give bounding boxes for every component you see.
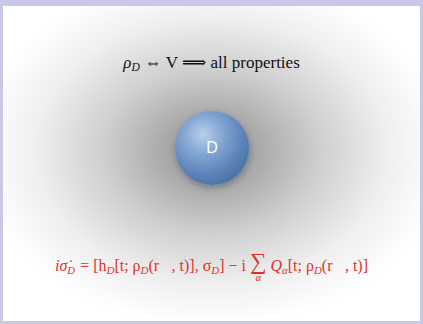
equation-of-motion: iσ̇D= [hD[t; ρD(r⃗, t)], σD] − i∑αQα[t; … <box>0 250 423 284</box>
math-text: = [h <box>80 257 106 274</box>
sum-symbol: ∑ <box>250 250 267 273</box>
subscript: α <box>282 264 288 276</box>
math-text: ⇔ V ⟹ all properties <box>145 53 300 72</box>
math-symbol: ρ <box>123 53 131 72</box>
subscript: D <box>131 61 139 74</box>
summation: ∑α <box>250 250 267 284</box>
node-label: D <box>206 139 218 157</box>
sum-index: α <box>255 273 261 284</box>
density-relation: ρD ⇔ V ⟹ all properties <box>0 52 423 74</box>
math-text: (r⃗, t)], σ <box>148 257 211 274</box>
math-text: [t; ρ <box>114 257 140 274</box>
subscript: D <box>107 264 115 276</box>
sphere-node: D <box>175 111 249 185</box>
math-text: ] − i <box>219 257 246 274</box>
subscript: D <box>211 264 219 276</box>
subscript: D <box>67 264 75 276</box>
math-text: (r⃗, t)] <box>322 257 368 274</box>
math-symbol: iσ̇ <box>55 257 67 274</box>
subscript: D <box>141 264 149 276</box>
math-symbol: Q <box>270 257 282 274</box>
math-text: [t; ρ <box>288 257 314 274</box>
subscript: D <box>314 264 322 276</box>
